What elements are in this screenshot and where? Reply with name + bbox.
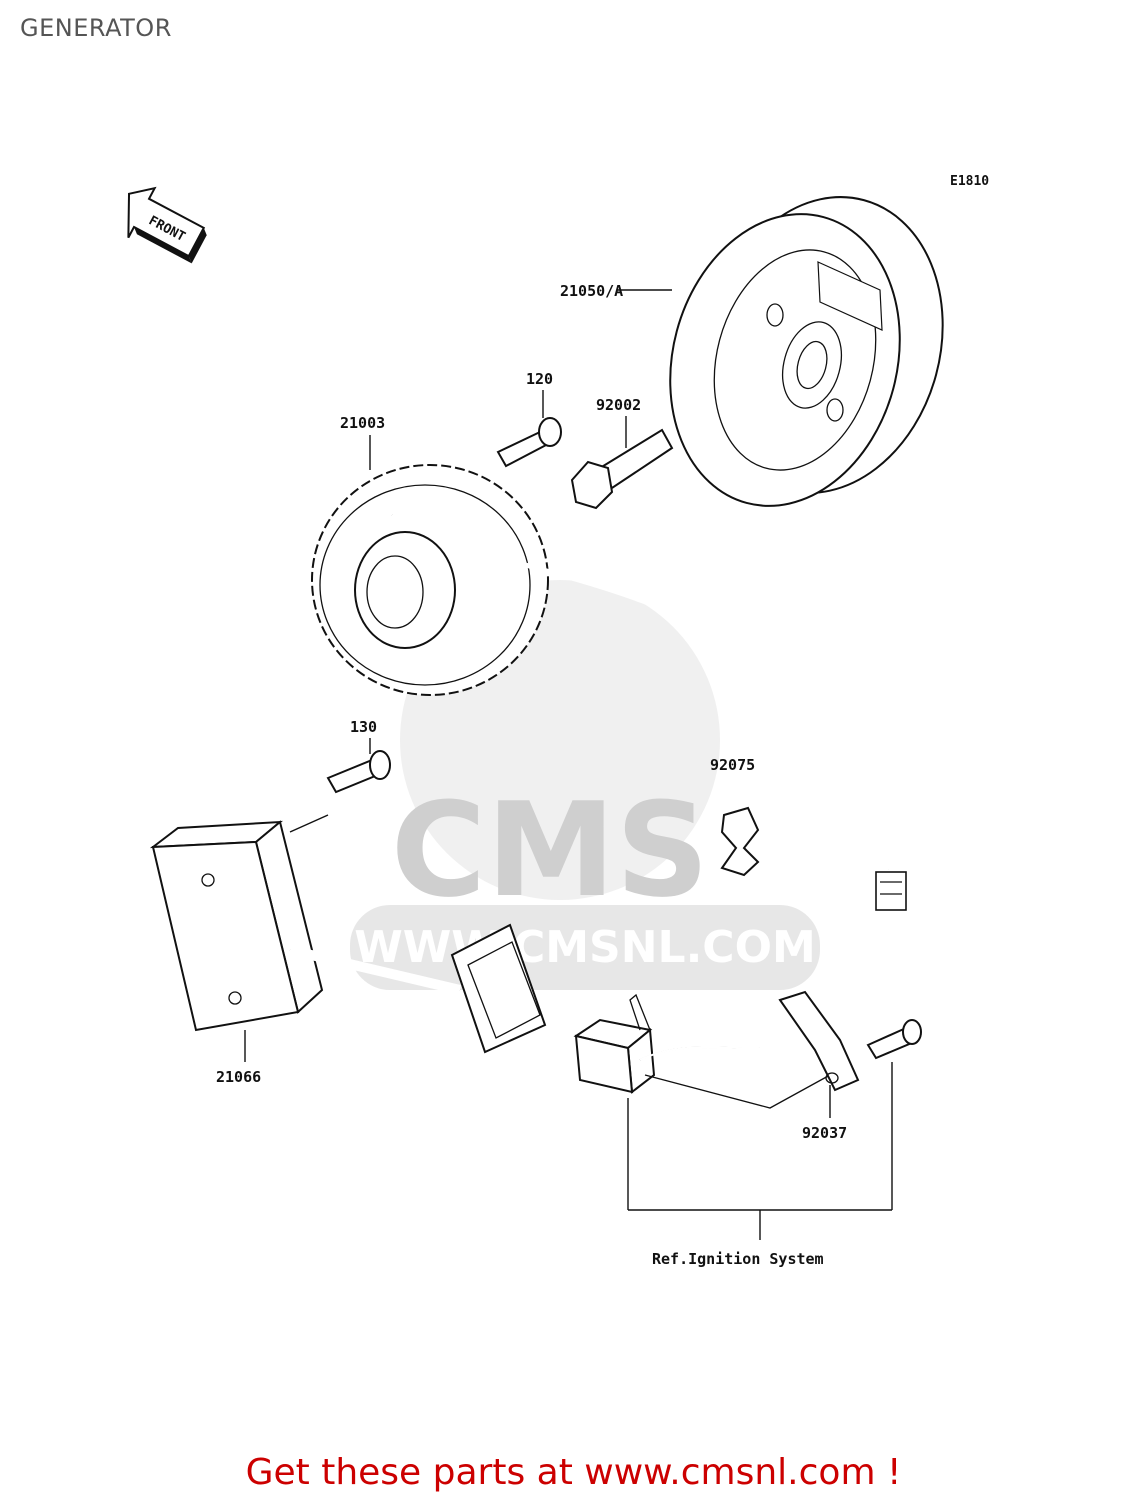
- bolt-pickup: [866, 1019, 922, 1060]
- clamp-92075: [720, 806, 760, 877]
- rotor: [669, 196, 944, 507]
- front-arrow-icon: FRONT: [127, 186, 207, 264]
- part-number-21003: 21003: [340, 414, 385, 432]
- bolt-92002: [570, 428, 674, 510]
- bolt-130: [326, 750, 391, 794]
- watermark-url-text: WWW.CMSNL.COM: [354, 922, 816, 973]
- regulator-rectifier: [149, 820, 547, 1054]
- part-number-120: 120: [526, 370, 553, 388]
- pickup-coil: [573, 990, 860, 1109]
- part-number-130: 130: [350, 718, 377, 736]
- stator-wire-harness: [390, 512, 907, 911]
- parts-diagram: CMS WWW.CMSNL.COM E1810 FRONT 21050/A 12…: [127, 174, 989, 1268]
- diagram-code: E1810: [950, 174, 989, 189]
- ref-ignition-bracket: [627, 1062, 893, 1240]
- part-number-21050: 21050/A: [560, 282, 623, 300]
- part-number-92002: 92002: [596, 396, 641, 414]
- stator: [311, 464, 549, 696]
- page-title: GENERATOR: [20, 14, 172, 42]
- part-number-21066: 21066: [216, 1068, 261, 1086]
- watermark-logo-text: CMS: [391, 774, 709, 926]
- ref-ignition-label: Ref.Ignition System: [652, 1250, 824, 1268]
- footer-link-text[interactable]: Get these parts at www.cmsnl.com !: [245, 1452, 902, 1493]
- cms-watermark: CMS WWW.CMSNL.COM: [350, 580, 820, 990]
- bolt-120: [496, 417, 562, 468]
- part-number-92037: 92037: [802, 1124, 847, 1142]
- part-number-92075: 92075: [710, 756, 755, 774]
